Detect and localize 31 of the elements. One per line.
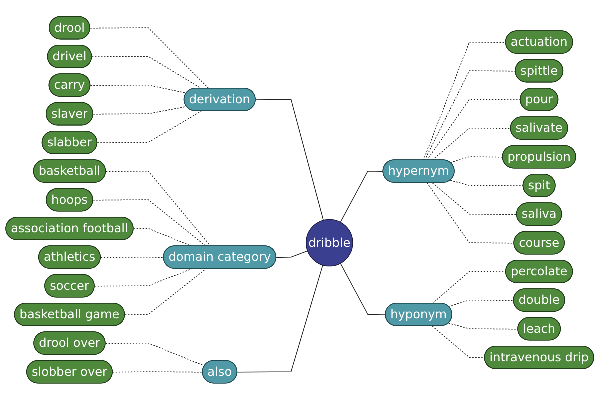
- connector: [105, 342, 206, 367]
- connector: [92, 56, 202, 90]
- connector: [426, 182, 515, 244]
- connector: [340, 263, 386, 316]
- connector: [432, 182, 518, 216]
- connector: [448, 323, 519, 330]
- connector: [424, 70, 516, 161]
- connector: [432, 271, 507, 304]
- connector: [106, 170, 212, 247]
- connector: [426, 99, 522, 161]
- connector: [133, 228, 192, 247]
- connector: [448, 300, 514, 308]
- connector: [94, 268, 192, 287]
- connector: [100, 256, 164, 258]
- connector: [90, 84, 188, 94]
- connector: [256, 99, 324, 221]
- connector: [340, 170, 384, 223]
- connector: [450, 156, 504, 164]
- connector: [450, 180, 524, 186]
- connector: [97, 110, 202, 144]
- connector: [93, 106, 188, 115]
- connector: [432, 326, 486, 358]
- connector: [237, 264, 324, 373]
- connector: [112, 372, 204, 373]
- node-circle: dribble: [306, 219, 354, 267]
- connector: [423, 42, 507, 161]
- connector: [90, 28, 210, 90]
- connector: [93, 200, 207, 247]
- connector: [432, 128, 512, 161]
- connector: [276, 250, 308, 258]
- connector: [124, 268, 207, 316]
